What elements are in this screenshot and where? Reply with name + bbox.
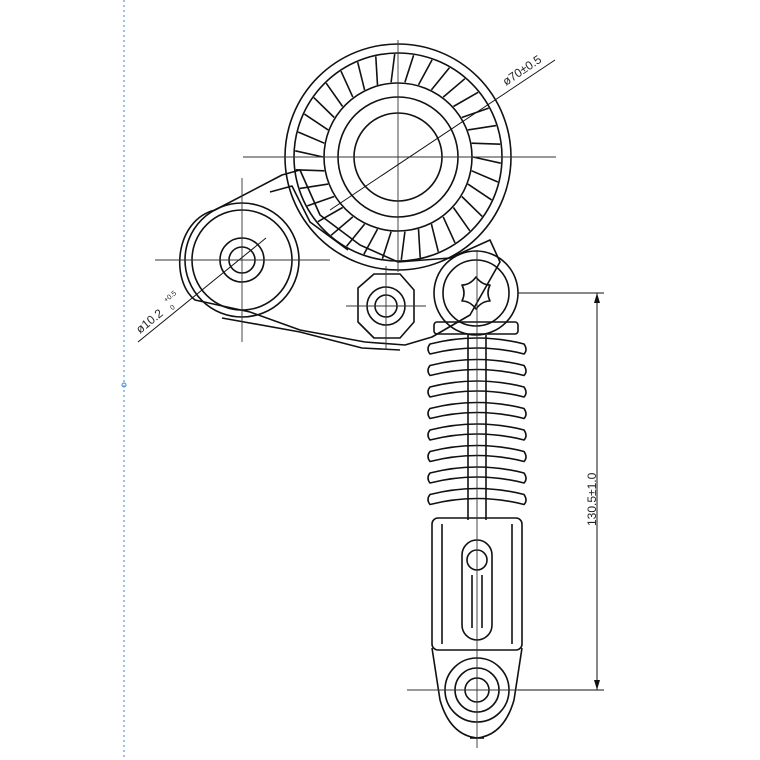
pulley-rib bbox=[471, 142, 501, 145]
pulley-rib bbox=[381, 231, 392, 260]
pulley-rib bbox=[453, 91, 479, 108]
arm-lower-edge bbox=[221, 317, 401, 351]
pulley-rib bbox=[471, 170, 499, 183]
pulley-rib bbox=[442, 78, 466, 98]
pulley-rib bbox=[313, 97, 335, 119]
bore-dim-upper-tolerance: +0.5 bbox=[163, 290, 178, 304]
pulley-rib bbox=[404, 54, 415, 83]
hex-nut bbox=[357, 273, 415, 339]
pulley-rib bbox=[417, 229, 421, 258]
tensioner-arm-outline bbox=[178, 169, 501, 346]
pulley-dim-leader bbox=[329, 59, 556, 211]
spring-coil bbox=[427, 444, 527, 463]
dim-arrow-top bbox=[594, 293, 600, 303]
dim-arrow-bottom bbox=[594, 680, 600, 690]
spring-coil bbox=[427, 401, 527, 420]
pulley-rib bbox=[390, 53, 396, 83]
pulley-rib bbox=[467, 124, 497, 131]
pulley-rib bbox=[297, 131, 325, 144]
pulley-rib bbox=[345, 223, 366, 247]
edge-guide-marker bbox=[121, 382, 127, 388]
arm-inner-edge bbox=[269, 185, 349, 251]
pulley-rib bbox=[295, 150, 324, 158]
pulley-rib bbox=[417, 59, 433, 86]
pulley-rib bbox=[472, 156, 501, 164]
pulley-rib bbox=[307, 195, 335, 207]
pulley-rib bbox=[363, 228, 379, 255]
pulley-rib bbox=[330, 216, 354, 236]
pulley-rib bbox=[295, 169, 325, 172]
pulley-rib bbox=[375, 56, 379, 85]
torx-bolt-icon bbox=[461, 276, 491, 310]
pulley-rib bbox=[303, 113, 329, 131]
pulley-rib bbox=[430, 67, 451, 91]
pulley-rib bbox=[325, 82, 344, 107]
damper-spring bbox=[427, 337, 527, 506]
spring-coil bbox=[427, 423, 527, 441]
spring-coil bbox=[427, 380, 527, 398]
pulley-diameter-label: ø70±0.5 bbox=[500, 52, 545, 88]
spring-coil bbox=[427, 466, 527, 484]
spring-coil bbox=[427, 337, 527, 355]
pulley-rib bbox=[317, 206, 343, 223]
pulley-rib bbox=[340, 70, 354, 98]
damper-top-eye-inner bbox=[442, 259, 510, 327]
pulley-rib bbox=[467, 183, 493, 201]
bore-dim-lower-tolerance: 0 bbox=[169, 304, 177, 312]
bore-diameter-label: ø10.2 +0.5 0 bbox=[133, 290, 178, 336]
spring-coil bbox=[427, 358, 527, 377]
pulley-rib bbox=[299, 183, 329, 190]
pulley-rib bbox=[452, 207, 471, 232]
pulley-rib bbox=[356, 62, 366, 91]
bore-dim-base: ø10.2 bbox=[133, 306, 166, 336]
svg-text:ø10.2: ø10.2 bbox=[133, 306, 166, 336]
pulley-rib bbox=[400, 231, 406, 261]
length-dimension-label: 130.5±1.0 bbox=[585, 472, 599, 526]
damper-top-collar bbox=[433, 321, 519, 335]
spring-coil bbox=[427, 487, 527, 506]
pulley-rib bbox=[461, 195, 483, 217]
pulley-ribs bbox=[295, 53, 501, 261]
bore-dim-leader bbox=[137, 237, 267, 343]
pulley-rib bbox=[430, 223, 440, 252]
pulley-rib bbox=[442, 216, 456, 244]
